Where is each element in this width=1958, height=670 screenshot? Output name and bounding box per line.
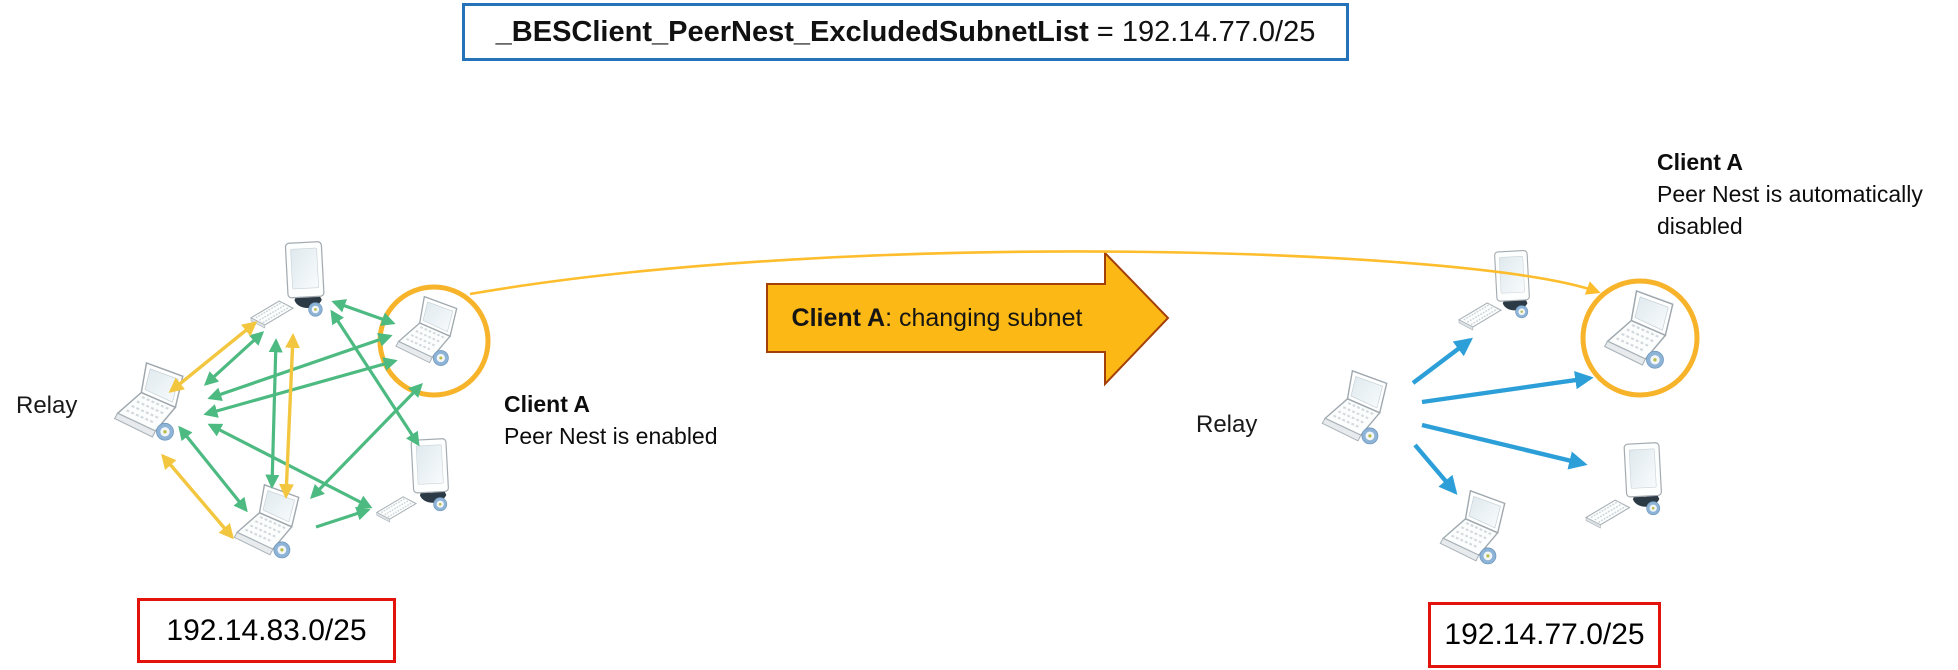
left-relay-label: Relay [16, 392, 78, 419]
desktop-icon [284, 240, 326, 317]
excluded-subnet-setting-banner: _BESClient_PeerNest_ExcludedSubnetList =… [462, 3, 1349, 61]
peer-mesh-arrows [161, 299, 423, 540]
right-subnet-value: 192.14.77.0/25 [1444, 618, 1645, 651]
right-client-name: Client A [1657, 149, 1744, 175]
relay-laptop-icon [1321, 369, 1388, 446]
subnet-change-curve [469, 250, 1601, 296]
client-a-highlight-circle [1580, 278, 1700, 398]
left-client-name: Client A [504, 391, 591, 417]
transition-client-name: Client A [791, 303, 886, 332]
relay-laptop-icon [113, 361, 184, 442]
setting-name: _BESClient_PeerNest_ExcludedSubnetList [495, 15, 1089, 48]
relay-distribution-arrows [1411, 337, 1594, 495]
keyboard-icon [1585, 499, 1631, 529]
right-client-status: Peer Nest is automatically disabled [1657, 181, 1923, 239]
right-client-note: Client A Peer Nest is automatically disa… [1657, 146, 1949, 242]
laptop-icon [1439, 489, 1506, 566]
client-a-laptop-icon [394, 295, 458, 367]
keyboard-icon [376, 496, 417, 523]
keyboard-icon [250, 300, 294, 329]
transition-arrow-label: Client A: changing subnet [779, 287, 1095, 349]
right-relay-label: Relay [1196, 411, 1258, 438]
laptop-icon [233, 483, 300, 560]
desktop-icon [1493, 249, 1531, 319]
setting-separator: = [1088, 15, 1122, 48]
right-subnet-box: 192.14.77.0/25 [1428, 602, 1661, 668]
left-subnet-box: 192.14.83.0/25 [137, 598, 396, 663]
desktop-icon [1623, 441, 1663, 516]
client-a-laptop-icon [1603, 289, 1674, 370]
transition-arrow-shape [766, 250, 1170, 387]
right-cluster [1321, 249, 1700, 566]
desktop-icon [410, 437, 450, 512]
left-client-note: Client A Peer Nest is enabled [504, 388, 764, 452]
transition-action: : changing subnet [885, 303, 1083, 332]
left-client-status: Peer Nest is enabled [504, 423, 718, 449]
setting-value: 192.14.77.0/25 [1121, 15, 1316, 48]
left-cluster [113, 240, 491, 560]
left-subnet-value: 192.14.83.0/25 [166, 613, 367, 647]
keyboard-icon [1458, 302, 1502, 331]
